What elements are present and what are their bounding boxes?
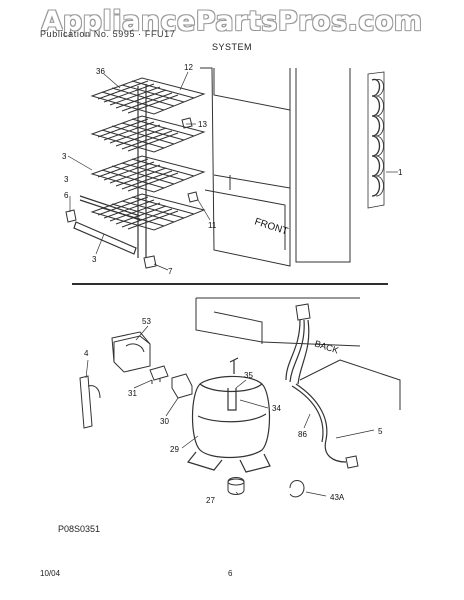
page-number: 6 [228,569,233,578]
cabinet-bottom [195,297,401,410]
cabinet-interior [200,67,351,267]
front-label: FRONT [253,216,289,237]
callout-label: 3 [62,152,67,161]
callout-label: 30 [160,417,169,426]
callout-label: 4 [84,349,89,358]
callout-label: 12 [184,63,193,72]
callout-label: 31 [128,389,137,398]
back-label: BACK [313,338,339,355]
compressor [186,357,271,473]
revision-date: 10/04 [40,569,61,578]
wire-shelf [90,115,206,153]
callout-label: 1 [398,168,403,177]
grommet [227,477,245,495]
drier [79,375,101,429]
shelf-assembly [65,77,206,269]
wire-shelf [90,193,206,231]
callout-label: 3 [64,175,69,184]
leader-lines-bottom [85,325,375,497]
callout-label: 29 [170,445,179,454]
diagram-code: P08S0351 [58,524,101,534]
relay [149,365,169,384]
callout-label: 3 [92,255,97,264]
callout-label: 27 [206,496,215,505]
callout-labels: 1 3 3 3 6 7 11 12 13 36 4 5 27 29 30 31 … [62,63,403,505]
callout-label: 6 [64,191,69,200]
evaporator-coil [367,71,385,209]
wire-shelf [90,155,206,193]
callout-label: 5 [378,427,383,436]
wire-shelf [90,77,206,115]
callout-label: 34 [272,404,281,413]
section-title: SYSTEM [211,42,252,52]
clamp [289,480,305,498]
publication-line: Publication No. 5995 · FFU17 [40,29,176,39]
callout-label: 11 [208,221,217,230]
callout-label: 53 [142,317,151,326]
watermark: AppliancePartsPros.com [41,6,423,37]
wiring-harness [285,303,359,469]
overload [171,373,193,399]
callout-label: 86 [298,430,307,439]
callout-label: 13 [198,120,207,129]
callout-label: 36 [96,67,105,76]
callout-label: 43A [330,493,345,502]
callout-label: 7 [168,267,173,276]
relay-cover [111,331,151,373]
leader-lines-top [67,71,398,271]
callout-label: 35 [244,371,253,380]
